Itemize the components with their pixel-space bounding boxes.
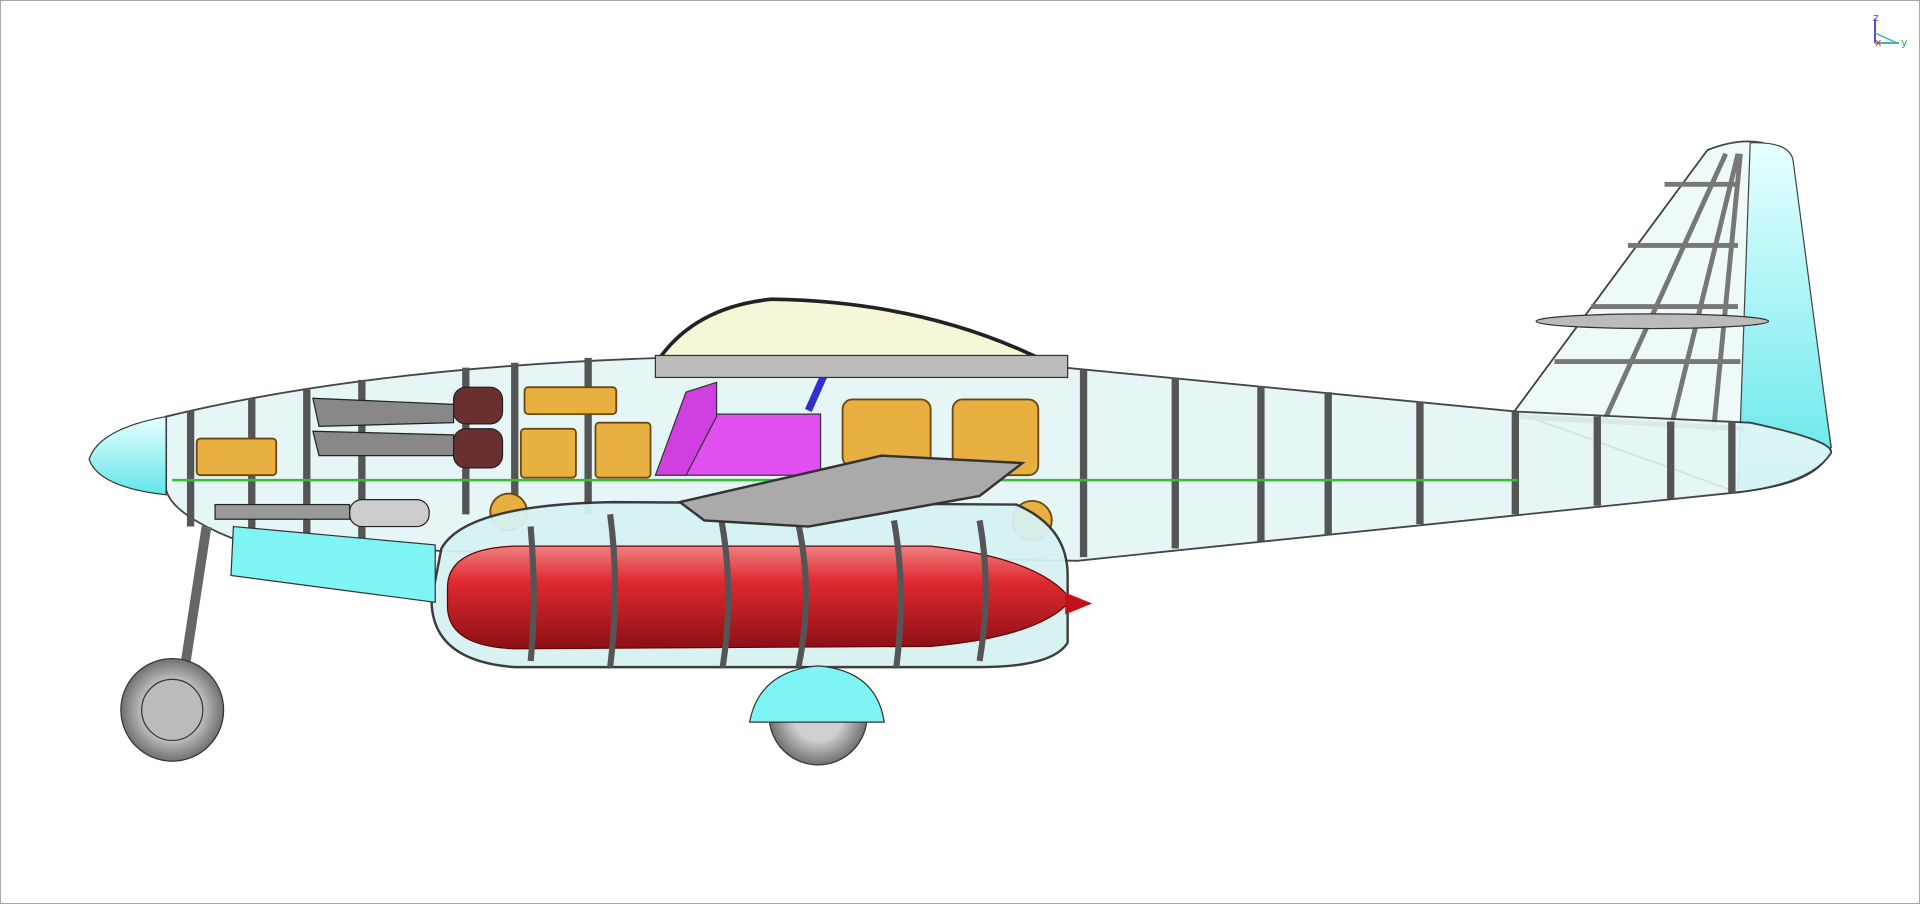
main-gear-fairing [748,665,885,723]
jet-engine [446,545,1073,650]
fuselage-frames [186,357,1736,558]
y-axis-label: y [1901,36,1908,49]
seat [679,413,822,476]
x-axis-label: x [1875,36,1882,49]
fin-ribs [1517,152,1745,432]
canopy-rail [654,354,1069,379]
seat-back [654,381,718,476]
wing [677,454,1026,528]
nose-cone [88,415,167,496]
z-axis-label: z [1873,13,1879,24]
axis-triad: z x y [1873,13,1908,49]
horizontal-stabilizer [1535,313,1770,330]
cannons [214,386,504,528]
gear-door [230,525,436,604]
nacelle-frames [527,513,989,668]
exhaust-cone [1065,592,1093,615]
canopy [659,297,1054,368]
